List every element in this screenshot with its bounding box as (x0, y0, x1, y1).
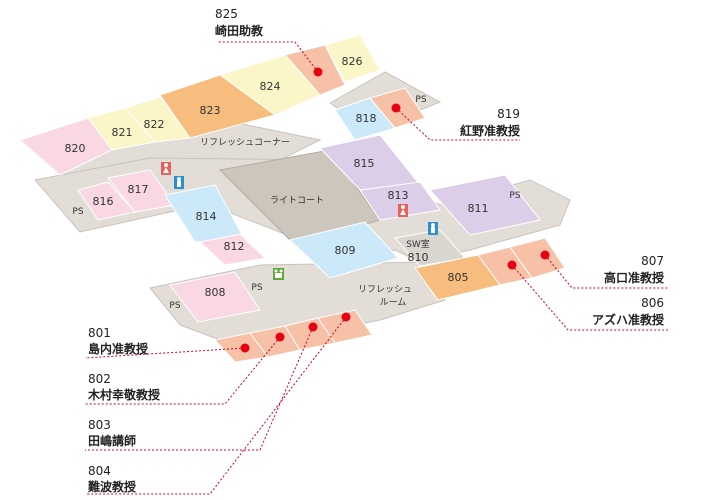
marker-825 (313, 67, 323, 77)
marker-807 (540, 250, 550, 260)
callout-number: 801 (88, 326, 111, 340)
refresh-corner-label: リフレッシュコーナー (200, 137, 290, 148)
room-826[interactable]: 826 (324, 34, 381, 83)
room-813-shape (359, 181, 441, 221)
room-811-shape (429, 174, 541, 236)
room-824[interactable]: 824 (218, 54, 321, 116)
marker-806 (507, 260, 517, 270)
room-809-shape (288, 221, 399, 279)
sw-room-label: SW室 (406, 238, 430, 250)
room-804-shape (317, 309, 373, 344)
light-court-label: ライトコート (270, 195, 324, 206)
refresh-room-label-1: リフレッシュ (358, 285, 412, 295)
callout-leaders (84, 41, 668, 495)
callout-807: 807 高口准教授 (604, 254, 665, 285)
callout-825: 825 崎田助教 (215, 7, 264, 38)
marker-819 (391, 103, 401, 113)
callout-name: 紅野准教授 (460, 123, 521, 138)
room-814-label: 814 (196, 210, 217, 223)
room-810-label: 810 (408, 251, 429, 264)
room-813[interactable]: 813 (359, 181, 441, 221)
callout-802: 802 木村幸敬教授 (87, 372, 161, 402)
room-811[interactable]: 811 (429, 174, 541, 236)
room-808-shape (169, 271, 261, 323)
room-816-shape (77, 181, 136, 221)
room-809[interactable]: 809 (288, 221, 399, 279)
callout-number: 802 (88, 372, 111, 386)
ps-label-816: PS (72, 207, 83, 217)
room-820-label: 820 (65, 142, 86, 155)
callout-name: 木村幸敬教授 (87, 387, 161, 402)
room-826-label: 826 (342, 55, 363, 68)
female-toilet-icon (398, 204, 408, 217)
room-811-label: 811 (468, 202, 489, 215)
room-817-label: 817 (128, 183, 149, 196)
room-815-label: 815 (354, 157, 375, 170)
room-804[interactable] (317, 309, 373, 344)
callout-name: 崎田助教 (215, 23, 264, 38)
markers (240, 67, 550, 353)
room-808[interactable]: 808 (169, 271, 261, 323)
room-805-label: 805 (448, 271, 469, 284)
callout-number: 806 (641, 296, 664, 310)
marker-803 (308, 322, 318, 332)
callout-803: 803 田嶋講師 (88, 418, 136, 448)
room-807[interactable] (509, 237, 566, 279)
room-820[interactable]: 820 (19, 117, 113, 176)
room-812-label: 812 (224, 240, 245, 253)
callout-name: 島内准教授 (88, 341, 149, 356)
multipurpose-toilet-icon (273, 268, 284, 280)
callout-819: 819 紅野准教授 (460, 107, 521, 138)
callout-801: 801 島内准教授 (88, 326, 149, 356)
marker-802 (275, 332, 285, 342)
room-822-label: 822 (144, 118, 165, 131)
callout-name: 難波教授 (88, 479, 137, 494)
room-812-shape (198, 233, 267, 266)
male-toilet-icon (174, 176, 184, 189)
callout-number: 819 (497, 107, 520, 121)
callout-name: アズハ准教授 (592, 312, 665, 327)
room-813-label: 813 (388, 189, 409, 202)
callout-804: 804 難波教授 (88, 464, 137, 494)
room-823-label: 823 (200, 104, 221, 117)
refresh-room-label-2: ルーム (380, 297, 407, 308)
ps-label-819: PS (415, 95, 426, 105)
marker-804 (341, 312, 351, 322)
room-807-shape (509, 237, 566, 279)
callout-number: 804 (88, 464, 111, 478)
callout-806: 806 アズハ准教授 (592, 296, 665, 327)
callout-number: 807 (641, 254, 664, 268)
callout-number: 825 (215, 7, 238, 21)
room-808-label: 808 (205, 286, 226, 299)
room-821-label: 821 (112, 126, 133, 139)
room-824-label: 824 (260, 80, 281, 93)
male-toilet-icon (428, 222, 438, 235)
room-809-label: 809 (335, 244, 356, 257)
callout-name: 田嶋講師 (88, 433, 136, 448)
room-816[interactable]: 816 (77, 181, 136, 221)
callout-name: 高口准教授 (604, 270, 665, 285)
ps-label-811: PS (509, 191, 520, 201)
callout-number: 803 (88, 418, 111, 432)
female-toilet-icon (161, 162, 171, 175)
room-816-label: 816 (93, 195, 114, 208)
ps-label-808b: PS (169, 301, 180, 311)
room-818-label: 818 (356, 112, 377, 125)
room-820-shape (19, 117, 113, 176)
room-826-shape (324, 34, 381, 83)
marker-801 (240, 343, 250, 353)
room-823[interactable]: 823 (159, 74, 277, 139)
ps-label-808a: PS (251, 283, 262, 293)
room-812[interactable]: 812 (198, 233, 267, 266)
